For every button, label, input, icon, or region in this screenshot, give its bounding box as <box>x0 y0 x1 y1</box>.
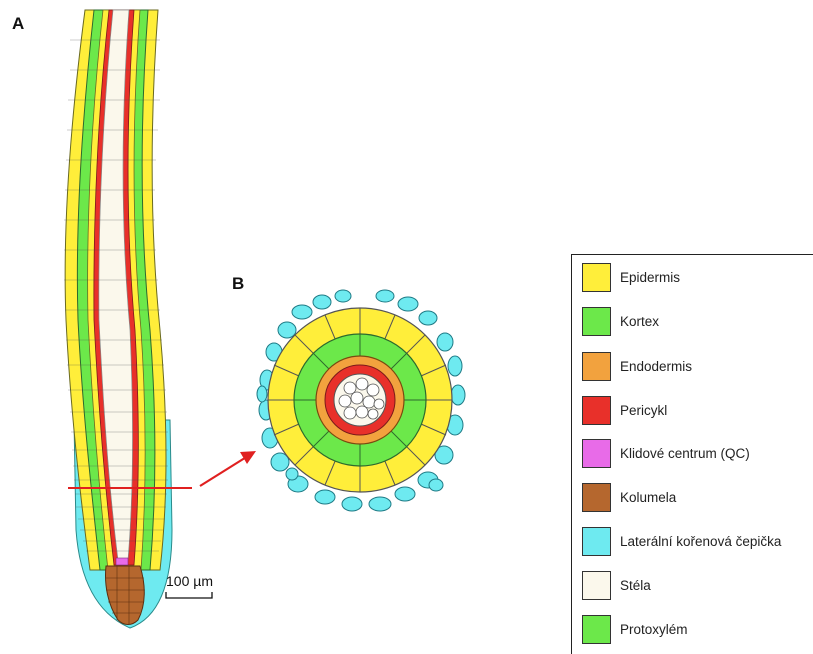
legend-label: Kortex <box>620 314 659 329</box>
legend-label: Protoxylém <box>620 622 688 637</box>
legend-label: Laterální kořenová čepička <box>620 534 781 549</box>
longitudinal-root-section <box>64 10 256 628</box>
legend-swatch <box>582 307 611 336</box>
legend-item: Protoxylém <box>582 613 688 645</box>
quiescent-center <box>116 558 128 565</box>
legend-swatch <box>582 439 611 468</box>
legend-item: Stéla <box>582 569 651 601</box>
legend-item: Kortex <box>582 305 659 337</box>
legend-label: Epidermis <box>620 270 680 285</box>
section-arrow <box>200 456 248 486</box>
legend-swatch <box>582 396 611 425</box>
legend-swatch <box>582 571 611 600</box>
legend-item: Kolumela <box>582 481 676 513</box>
legend-item: Epidermis <box>582 261 680 293</box>
legend-swatch <box>582 352 611 381</box>
legend-label: Pericykl <box>620 403 667 418</box>
legend-item: Pericykl <box>582 394 667 426</box>
legend-swatch <box>582 483 611 512</box>
legend-swatch <box>582 263 611 292</box>
legend-item: Klidové centrum (QC) <box>582 437 750 469</box>
scale-bar-label: 100 µm <box>166 573 213 589</box>
scale-bar <box>166 592 212 598</box>
legend-label: Kolumela <box>620 490 676 505</box>
legend-label: Stéla <box>620 578 651 593</box>
legend-item: Endodermis <box>582 350 692 382</box>
cross-section <box>257 290 465 511</box>
section-arrowhead <box>240 451 256 464</box>
legend-label: Endodermis <box>620 359 692 374</box>
legend-swatch <box>582 615 611 644</box>
legend-label: Klidové centrum (QC) <box>620 446 750 461</box>
legend-item: Laterální kořenová čepička <box>582 525 781 557</box>
legend: Epidermis Kortex Endodermis Pericykl Kli… <box>571 254 813 654</box>
legend-swatch <box>582 527 611 556</box>
